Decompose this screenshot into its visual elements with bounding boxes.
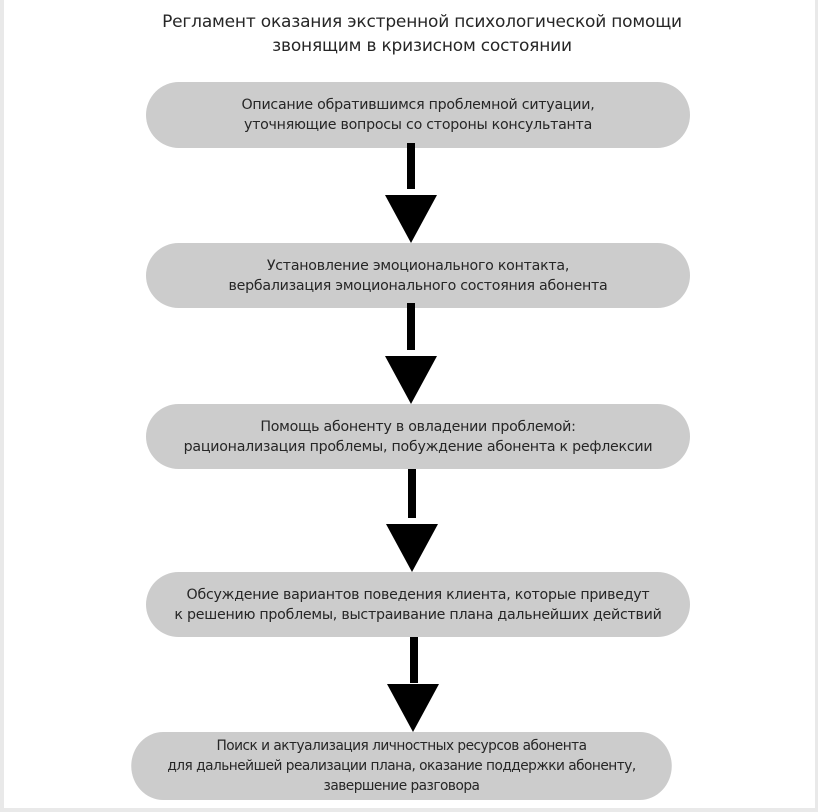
title-line: звонящим в кризисном состоянии [272,36,572,56]
step-text-line: для дальнейшей реализации плана, оказани… [167,757,636,774]
step-text-line: Помощь абоненту в овладении проблемой: [260,418,576,435]
arrow-head [387,684,439,732]
arrow-head [385,195,437,243]
arrow-down-icon [386,469,438,572]
arrow-shaft [407,143,415,189]
title-line: Регламент оказания экстренной психологич… [162,12,682,32]
step-4-box: Обсуждение вариантов поведения клиента, … [146,572,690,637]
step-text-line: Обсуждение вариантов поведения клиента, … [186,586,650,603]
step-text-line: уточняющие вопросы со стороны консультан… [243,117,593,133]
arrow-head [386,524,438,572]
diagram-page: Регламент оказания экстренной психологич… [4,0,815,808]
step-text-line: Описание обратившимся проблемной ситуаци… [241,97,595,113]
arrow-shaft [408,469,416,518]
step-text-line: рационализация проблемы, побуждение абон… [183,438,653,455]
diagram-title: Регламент оказания экстренной психологич… [4,10,818,58]
arrow-down-icon [385,303,437,404]
arrow-shaft [410,637,418,683]
step-text-line: завершение разговора [323,777,480,794]
step-text-line: вербализация эмоционального состояния аб… [228,277,608,294]
step-text-line: Поиск и актуализация личностных ресурсов… [216,737,587,754]
step-1-box: Описание обратившимся проблемной ситуаци… [146,82,690,148]
step-text-line: к решению проблемы, выстраивание плана д… [174,606,662,623]
arrow-shaft [407,303,415,350]
arrow-head [385,356,437,404]
arrow-down-icon [387,637,439,732]
step-3-box: Помощь абоненту в овладении проблемой: р… [146,404,690,469]
step-2-box: Установление эмоционального контакта, ве… [146,243,690,308]
arrow-down-icon [385,143,437,243]
step-text-line: Установление эмоционального контакта, [266,257,570,274]
step-5-box: Поиск и актуализация личностных ресурсов… [131,732,672,800]
